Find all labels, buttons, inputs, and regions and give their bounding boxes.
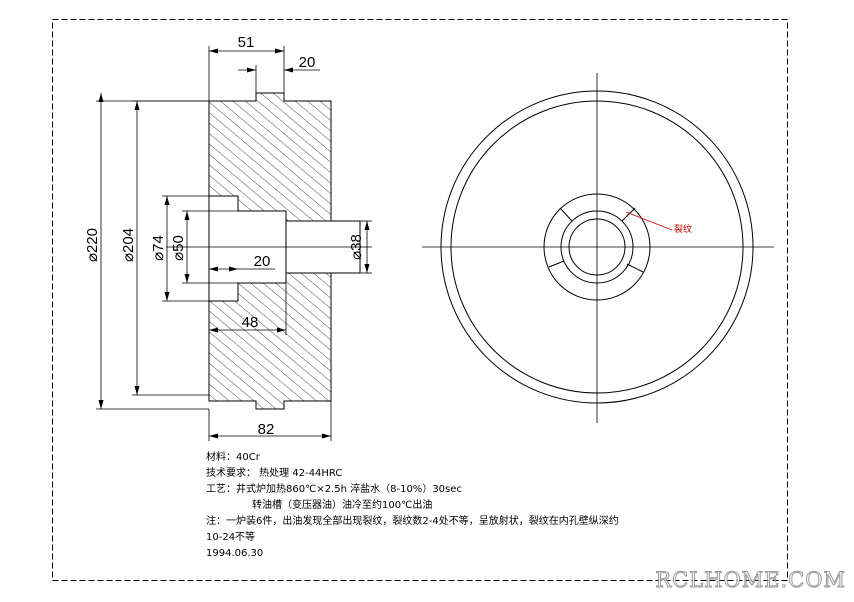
- watermark: RCLHOME.COM: [655, 568, 846, 593]
- dim-51: 51: [208, 34, 285, 101]
- dim-d204: ⌀204: [120, 100, 209, 396]
- dim-82-text: 82: [258, 421, 275, 438]
- note-date: 1994.06.30: [206, 548, 264, 559]
- note-process: 工艺：井式炉加热860℃×2.5h 淬盐水（8-10%）30sec: [206, 484, 462, 495]
- crack-leader: [625, 211, 673, 231]
- dim-20-top: 20: [238, 54, 320, 93]
- radial-cracks: [548, 207, 644, 273]
- dim-d220-text: ⌀220: [84, 228, 101, 262]
- dim-48: 48: [209, 273, 287, 335]
- technical-notes: 材料：40Cr 技术要求： 热处理 42-44HRC 工艺：井式炉加热860℃×…: [206, 450, 766, 562]
- dim-48-text: 48: [242, 314, 259, 331]
- dim-d204-text: ⌀204: [120, 228, 137, 262]
- note-process-2: 转油槽（变压器油）油冷至约100℃出油: [252, 500, 433, 511]
- dim-d74-text: ⌀74: [150, 235, 167, 261]
- note-requirement: 技术要求： 热处理 42-44HRC: [206, 468, 343, 479]
- dim-d50: ⌀50: [170, 210, 238, 284]
- dim-20-inner-text: 20: [254, 253, 271, 270]
- section-view: 51 20 ⌀220 ⌀204: [84, 34, 372, 441]
- section-body-upper: [208, 92, 332, 222]
- dim-20-inner: 20: [209, 253, 275, 272]
- dim-51-text: 51: [238, 34, 255, 51]
- section-body-lower: [208, 272, 332, 410]
- dim-d38-text: ⌀38: [348, 234, 365, 260]
- note-material: 材料：40Cr: [206, 452, 260, 463]
- dim-d220: ⌀220: [84, 93, 209, 410]
- end-view: 裂纹: [422, 73, 774, 423]
- dim-d50-text: ⌀50: [170, 235, 187, 261]
- dim-20-top-text: 20: [299, 54, 316, 71]
- note-remark: 注：一炉装6件，出油发现全部出现裂纹，裂纹数2-4处不等，呈放射状，裂纹在内孔壁…: [206, 516, 619, 527]
- dim-82: 82: [208, 401, 332, 441]
- note-remark-2: 10-24不等: [206, 532, 256, 543]
- dim-d74: ⌀74: [150, 195, 209, 302]
- dim-d38: ⌀38: [348, 220, 372, 274]
- crack-label: 裂纹: [674, 223, 692, 235]
